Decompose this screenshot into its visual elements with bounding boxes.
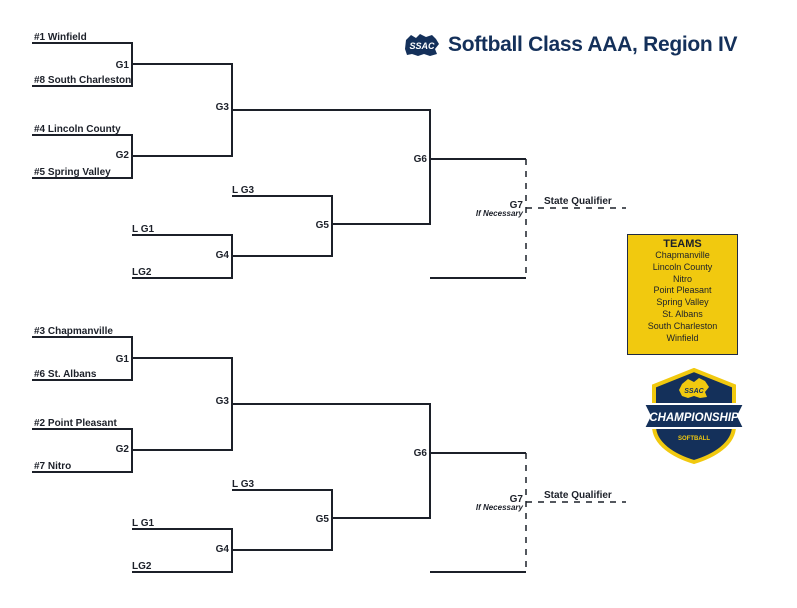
if-necessary-note: If Necessary [476, 503, 524, 512]
bracket-line-g5 [232, 195, 333, 257]
game-label: G3 [216, 102, 230, 113]
game-label: G2 [116, 444, 130, 455]
team-slot[interactable]: #5 Spring Valley [34, 167, 111, 178]
loser-slot[interactable]: L G3 [232, 185, 254, 196]
game-label: G2 [116, 150, 130, 161]
teams-panel: TEAMS Chapmanville Lincoln County Nitro … [627, 234, 738, 355]
game-label: G5 [316, 220, 330, 231]
page-header: SSAC Softball Class AAA, Region IV [402, 30, 738, 60]
bracket-bottom-half: #3 Chapmanville #6 St. Albans #2 Point Ple… [32, 326, 626, 573]
loser-slot[interactable]: L G3 [232, 479, 254, 490]
game-label: G7 [510, 200, 524, 211]
teams-list-item: South Charleston [647, 320, 718, 331]
loser-slot[interactable]: L G1 [132, 518, 154, 529]
teams-list-item: St. Albans [662, 308, 703, 319]
teams-list-item: Spring Valley [656, 297, 709, 308]
teams-list-item: Chapmanville [655, 250, 710, 260]
team-slot[interactable]: #8 South Charleston [34, 75, 131, 86]
page-title: Softball Class AAA, Region IV [448, 33, 738, 56]
game-label: G1 [116, 354, 130, 365]
badge-title-text: CHAMPIONSHIP [649, 412, 739, 424]
game-label: G3 [216, 396, 230, 407]
ssac-logo-icon: SSAC [405, 34, 439, 56]
team-slot[interactable]: #3 Chapmanville [34, 326, 113, 337]
game-label: G6 [414, 448, 428, 459]
team-slot[interactable]: #2 Point Pleasant [34, 418, 117, 429]
game-label: G6 [414, 154, 428, 165]
state-qualifier-label: State Qualifier [544, 490, 612, 501]
loser-slot[interactable]: L G1 [132, 224, 154, 235]
if-necessary-note: If Necessary [476, 209, 524, 218]
game-label: G1 [116, 60, 130, 71]
bracket-line-g6 [232, 109, 431, 225]
state-qualifier-label: State Qualifier [544, 196, 612, 207]
game-label: G7 [510, 494, 524, 505]
team-slot[interactable]: #7 Nitro [34, 461, 71, 472]
loser-slot[interactable]: LG2 [132, 267, 152, 278]
teams-list-item: Lincoln County [652, 261, 713, 272]
game-label: G5 [316, 514, 330, 525]
teams-list-item: Nitro [672, 273, 692, 284]
teams-list-item: Winfield [666, 332, 699, 343]
loser-slot[interactable]: LG2 [132, 561, 152, 572]
logo-text: SSAC [409, 41, 435, 51]
team-slot[interactable]: #4 Lincoln County [34, 124, 121, 135]
game-label: G4 [216, 544, 230, 555]
badge-brand-text: SSAC [684, 388, 704, 395]
championship-badge-icon: SSAC CHAMPIONSHIP SOFTBALL [642, 368, 746, 464]
bracket-top-half: #1 Winfield #8 South Charleston #4 Lincoln… [32, 32, 626, 279]
teams-list: Chapmanville Lincoln County Nitro Point … [628, 250, 737, 344]
game-label: G4 [216, 250, 230, 261]
team-slot[interactable]: #6 St. Albans [34, 369, 97, 380]
bracket-line-g6 [232, 403, 431, 519]
teams-list-item: Point Pleasant [653, 285, 712, 296]
bracket-line-g5 [232, 489, 333, 551]
badge-sport-text: SOFTBALL [678, 436, 710, 442]
team-slot[interactable]: #1 Winfield [34, 32, 87, 43]
teams-heading: TEAMS [663, 238, 702, 250]
